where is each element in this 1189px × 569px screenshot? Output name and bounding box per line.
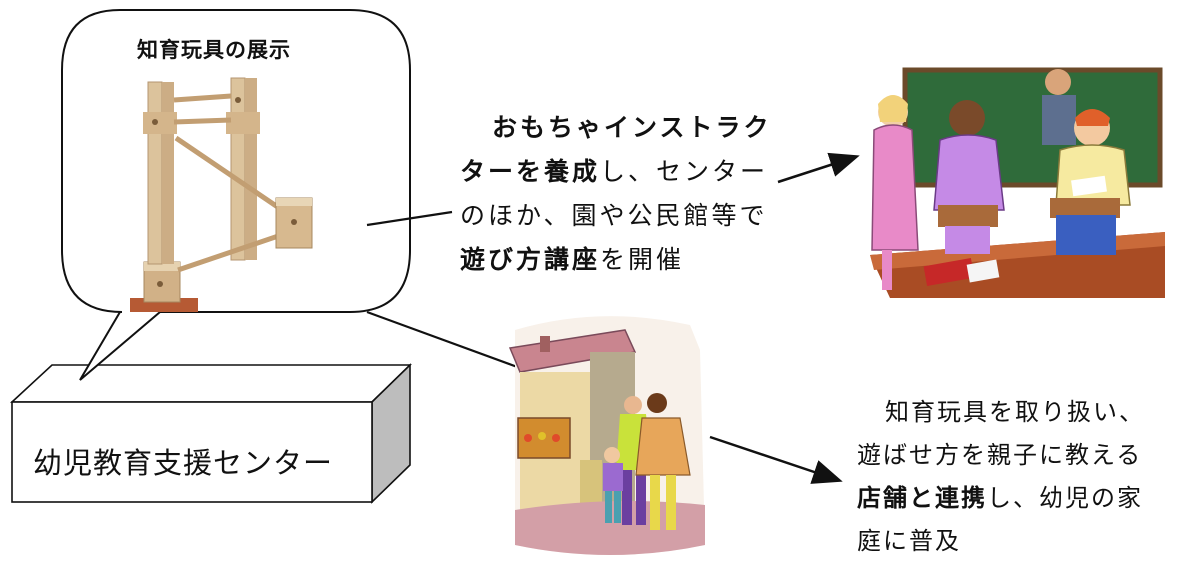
instructor-training-emphasis: ターを養成: [460, 157, 601, 186]
store-partnership-emphasis: 店舗と連携: [857, 484, 987, 512]
store-line-1: 知育玩具を取り扱い、: [885, 398, 1145, 426]
store-line-4: 庭に普及: [857, 527, 961, 555]
workshop-emphasis: 遊び方講座: [460, 245, 601, 274]
instructor-line-1: おもちゃインストラク: [492, 113, 772, 142]
classroom-image: [860, 58, 1165, 298]
connector-bubble-to-store: [366, 310, 521, 370]
store-line-3: 店舗と連携し、幼児の家: [857, 477, 1145, 520]
store-description: 知育玩具を取り扱い、 遊ばせ方を親子に教える 店舗と連携し、幼児の家 庭に普及: [857, 391, 1145, 563]
instructor-line-3: のほか、園や公民館等で: [460, 201, 768, 230]
store-line-3-rest: し、幼児の家: [987, 484, 1143, 512]
connector-bubble-to-text: [366, 210, 453, 227]
arrow-to-classroom: [777, 152, 860, 184]
instructor-line-2: ターを養成し、センター: [460, 150, 772, 194]
instructor-line-4-rest: を開催: [600, 245, 685, 274]
support-center-label: 幼児教育支援センター: [33, 446, 334, 480]
instructor-line-4: 遊び方講座を開催: [460, 238, 772, 282]
instructor-line-2-rest: し、センター: [600, 157, 769, 186]
wooden-toy-image: [130, 77, 313, 312]
toy-exhibit-title: 知育玩具の展示: [137, 38, 291, 62]
support-center-box: [9, 363, 412, 504]
instructor-description: おもちゃインストラク ターを養成し、センター のほか、園や公民館等で 遊び方講座…: [460, 106, 772, 282]
store-line-2: 遊ばせ方を親子に教える: [857, 441, 1143, 469]
storefront-image: [508, 316, 705, 555]
arrow-to-store-text: [709, 435, 843, 484]
